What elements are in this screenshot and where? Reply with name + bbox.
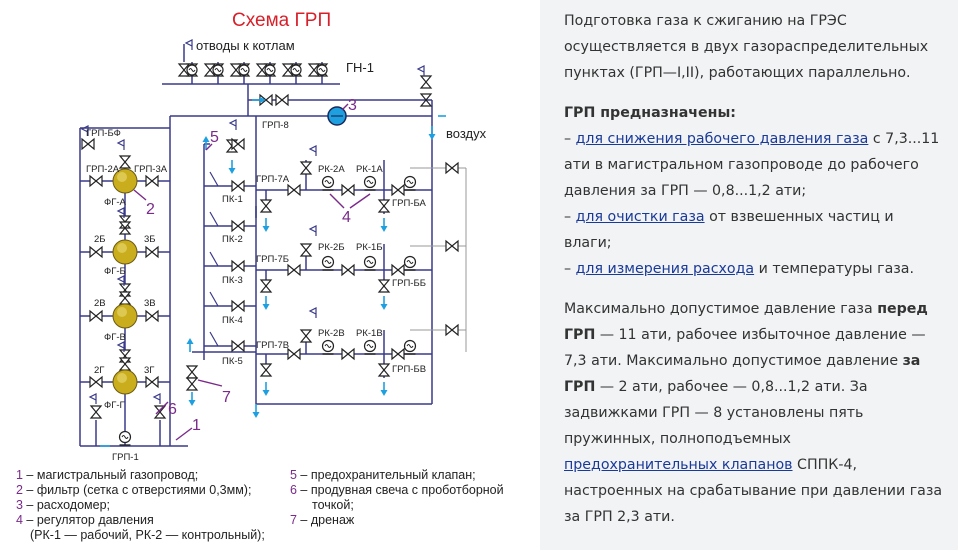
legend-right: 5 – предохранительный клапан; 6 – продув… bbox=[290, 468, 504, 528]
label-grpbb: ГРП-ББ bbox=[392, 278, 426, 289]
label-grp1: ГРП-1 bbox=[112, 452, 139, 463]
label-pk4: ПК-4 bbox=[222, 315, 243, 326]
label-grp7a: ГРП-7А bbox=[256, 174, 290, 185]
pipelines bbox=[79, 44, 467, 447]
number-3: 3 bbox=[348, 97, 357, 114]
purpose-item-3: – для измерения расхода и температуры га… bbox=[564, 261, 915, 277]
legend-item-3: 3 – расходомер; bbox=[16, 498, 111, 512]
legend-item-5: 5 – предохранительный клапан; bbox=[290, 468, 476, 482]
scheme-labels: Схема ГРП отводы к котлам ГН-1 воздух ГР… bbox=[86, 10, 487, 463]
link-safety-valves[interactable]: предохранительных клапанов bbox=[564, 457, 793, 473]
label-2b: 2Б bbox=[94, 234, 106, 245]
label-2g: 2Г bbox=[94, 365, 104, 376]
label-grp2a: ГРП-2А bbox=[86, 164, 120, 175]
purpose-heading: ГРП предназначены: bbox=[564, 105, 736, 121]
label-3b: 3Б bbox=[144, 234, 156, 245]
purpose-item-2: – для очистки газа от взвешенных частиц … bbox=[564, 209, 894, 251]
label-pk2: ПК-2 bbox=[222, 234, 243, 245]
label-grp7v: ГРП-7В bbox=[256, 340, 289, 351]
label-fgb: ФГ-Б bbox=[104, 266, 126, 277]
description-panel: Подготовка газа к сжиганию на ГРЭС осуще… bbox=[540, 0, 958, 550]
label-2v: 2В bbox=[94, 298, 106, 309]
label-rk2v: РК-2В bbox=[318, 328, 345, 339]
label-rk2a: РК-2А bbox=[318, 164, 345, 175]
flowmeter-icon bbox=[327, 106, 347, 126]
label-rk1v: РК-1В bbox=[356, 328, 383, 339]
link-gas-cleaning[interactable]: для очистки газа bbox=[575, 209, 705, 225]
safety-valves bbox=[209, 171, 219, 347]
label-otvody: отводы к котлам bbox=[196, 38, 295, 53]
flow-arrows bbox=[100, 97, 446, 447]
number-1: 1 bbox=[192, 417, 201, 434]
number-5: 5 bbox=[210, 129, 219, 146]
legend-item-6-note: точкой; bbox=[312, 498, 354, 512]
label-grpbv: ГРП-БВ bbox=[392, 364, 426, 375]
link-pressure-reduction[interactable]: для снижения рабочего давления газа bbox=[575, 131, 869, 147]
label-fgg: ФГ-Г bbox=[104, 400, 125, 411]
label-pk5: ПК-5 bbox=[222, 356, 243, 367]
label-rk1b: РК-1Б bbox=[356, 242, 383, 253]
legend-item-7: 7 – дренаж bbox=[290, 513, 355, 527]
pressure-paragraph: Максимально допустимое давление газа пер… bbox=[564, 301, 943, 525]
grp-scheme: Схема ГРП отводы к котлам ГН-1 воздух ГР… bbox=[16, 10, 504, 543]
number-7: 7 bbox=[222, 389, 231, 406]
label-rk1a: РК-1А bbox=[356, 164, 383, 175]
label-vozduh: воздух bbox=[446, 126, 487, 141]
label-fga: ФГ-А bbox=[104, 197, 127, 208]
legend-item-2: 2 – фильтр (сетка с отверстиями 0,3мм); bbox=[16, 483, 252, 497]
label-3v: 3В bbox=[144, 298, 156, 309]
link-flow-measurement[interactable]: для измерения расхода bbox=[575, 261, 755, 277]
label-rk2b: РК-2Б bbox=[318, 242, 345, 253]
legend-item-1: 1 – магистральный газопровод; bbox=[16, 468, 199, 482]
legend-left: 1 – магистральный газопровод; 2 – фильтр… bbox=[16, 468, 265, 543]
number-2: 2 bbox=[146, 201, 155, 218]
label-pk3: ПК-3 bbox=[222, 275, 243, 286]
label-grp8: ГРП-8 bbox=[262, 120, 289, 131]
label-fgv: ФГ-В bbox=[104, 332, 126, 343]
label-grp3a: ГРП-3А bbox=[134, 164, 168, 175]
label-grpba: ГРП-БА bbox=[392, 198, 426, 209]
label-grp7b: ГРП-7Б bbox=[256, 254, 289, 265]
number-4: 4 bbox=[342, 209, 351, 226]
intro-paragraph: Подготовка газа к сжиганию на ГРЭС осуще… bbox=[564, 13, 929, 81]
number-6: 6 bbox=[168, 401, 177, 418]
purpose-block: ГРП предназначены: – для снижения рабоче… bbox=[564, 100, 944, 282]
label-gn1: ГН-1 bbox=[346, 60, 374, 75]
legend-item-6: 6 – продувная свеча с проботборной bbox=[290, 483, 504, 497]
label-3g: 3Г bbox=[144, 365, 154, 376]
purpose-item-1: – для снижения рабочего давления газа с … bbox=[564, 131, 940, 199]
leader-lines bbox=[133, 103, 371, 441]
legend-item-4: 4 – регулятор давления bbox=[16, 513, 154, 527]
component-numbers: 3 2 4 5 6 7 1 bbox=[146, 97, 357, 434]
label-grpbf: ГРП-БФ bbox=[86, 128, 121, 139]
grp-scheme-drawing: Схема ГРП отводы к котлам ГН-1 воздух ГР… bbox=[79, 10, 487, 463]
label-pk1: ПК-1 bbox=[222, 194, 243, 205]
scheme-title: Схема ГРП bbox=[232, 10, 331, 31]
legend-item-4-note: (РК-1 — рабочий, РК-2 — контрольный); bbox=[30, 528, 265, 542]
